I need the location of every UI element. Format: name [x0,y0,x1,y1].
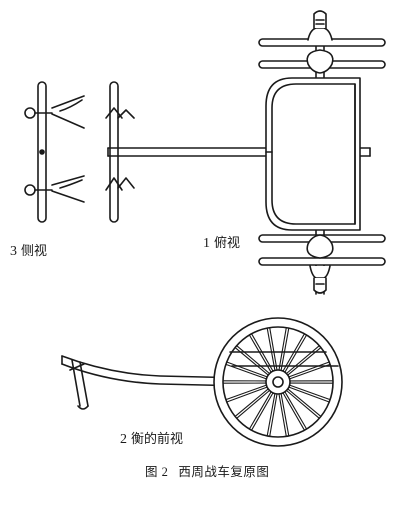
side-view-text: 衡的前视 [131,432,184,447]
side-view-label: 2 衡的前视 [120,432,183,448]
yoke-front-view-label: 3 侧视 [10,244,47,260]
top-view-carriage-box [265,77,361,231]
top-view-drawing [107,10,386,295]
yoke-front-view-text: 侧视 [21,244,48,259]
figure-caption-number: 图 2 [145,465,169,479]
figure-caption-text: 西周战车复原图 [178,464,270,479]
top-view-lower-wheel [258,234,386,294]
top-view-number: 1 [203,236,210,251]
yoke-front-view-number: 3 [10,244,17,259]
top-view-label: 1 俯视 [203,236,240,252]
top-view-shaft [107,147,371,157]
side-view-number: 2 [120,432,127,447]
figure-caption: 图 2 西周战车复原图 [145,464,269,480]
side-view-shaft [61,355,247,410]
yoke-front-view-drawing [24,81,135,223]
side-view-wheel [213,317,343,447]
top-view-upper-wheel [258,10,386,74]
yoke-front-right-rod [105,81,135,223]
top-view-text: 俯视 [214,236,241,251]
yoke-front-left-rod [24,81,85,223]
side-view-carriage-overlay [229,351,339,367]
side-view-drawing [61,317,343,447]
